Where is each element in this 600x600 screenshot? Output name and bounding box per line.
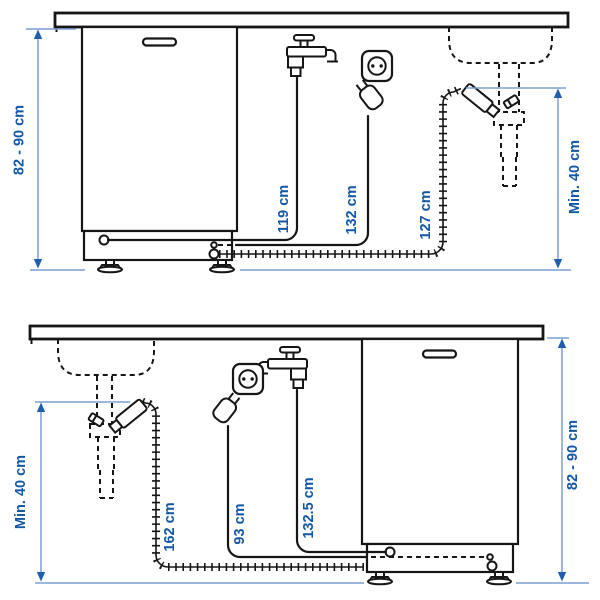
sink-icon [448, 27, 553, 64]
drain-hose-connector-icon [108, 398, 148, 435]
bottom-diagram: Min. 40 cm 162 cm 93 cm 132.5 cm 82 - 90… [13, 324, 589, 586]
power-plug-icon [355, 79, 384, 111]
dishwasher [360, 337, 520, 586]
adjustable-foot-icon [97, 259, 123, 274]
power-plug-icon [212, 392, 241, 424]
top-diagram: 82 - 90 cm 119 cm 132 cm 127 cm Min. 40 … [12, 11, 583, 274]
measure-drain-clearance: Min. 40 cm [13, 401, 130, 582]
power-outlet-icon [360, 49, 394, 83]
water-supply-hose [106, 74, 299, 242]
adjustable-foot-icon [367, 571, 393, 586]
power-cord [234, 114, 370, 247]
drain-pipe-icon [493, 64, 525, 187]
drain-clearance-label: Min. 40 cm [567, 140, 583, 214]
water-hose-label: 132.5 cm [301, 477, 317, 538]
dishwasher-door [360, 337, 520, 546]
sink-icon [57, 339, 155, 376]
hose-clamp-icon [87, 412, 105, 428]
water-supply-hose [295, 388, 388, 554]
power-cord-label: 132 cm [344, 185, 360, 234]
dishwasher-plinth [82, 229, 234, 262]
drain-pipe-icon [89, 376, 121, 499]
cabinet-height-label: 82 - 90 cm [565, 420, 581, 490]
drain-hose [219, 84, 463, 258]
drain-hose-label: 127 cm [418, 190, 434, 239]
dishwasher-door [80, 25, 239, 233]
drain-port [486, 560, 498, 572]
adjustable-foot-icon [209, 259, 235, 274]
measure-drain-clearance: Min. 40 cm [466, 87, 583, 269]
door-handle [421, 349, 458, 359]
cabinet-height-label: 82 - 90 cm [12, 105, 28, 175]
dishwasher [80, 25, 239, 274]
drain-hose-label: 162 cm [162, 502, 178, 551]
faucet-icon [257, 346, 308, 389]
faucet-icon [286, 34, 338, 77]
adjustable-foot-icon [486, 571, 512, 586]
cord-port [210, 241, 218, 249]
countertop [53, 11, 570, 29]
countertop [28, 324, 545, 341]
drain-hose [136, 395, 364, 571]
drain-clearance-label: Min. 40 cm [13, 455, 29, 529]
power-cord-label: 93 cm [232, 503, 248, 544]
measure-cabinet-height: 82 - 90 cm [547, 337, 581, 582]
drain-hose-connector-icon [461, 83, 501, 119]
cord-port [486, 553, 494, 561]
hose-clamp-icon [502, 94, 520, 110]
measure-cabinet-height: 82 - 90 cm [12, 28, 76, 269]
drain-port [208, 248, 220, 260]
power-outlet-icon [231, 362, 265, 396]
power-cord [226, 424, 369, 559]
water-hose-label: 119 cm [276, 185, 292, 233]
door-handle [141, 37, 178, 47]
